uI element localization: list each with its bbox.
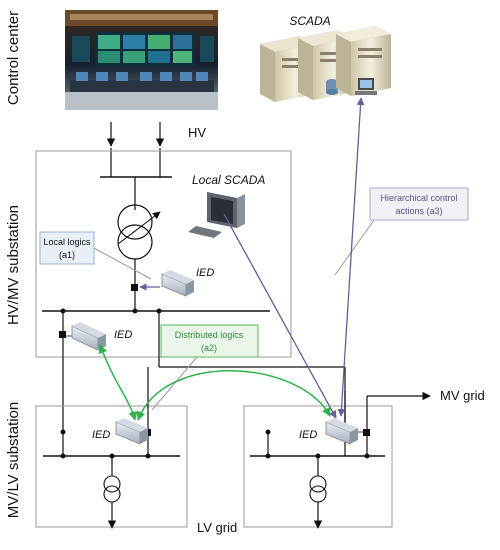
hv-label: HV xyxy=(188,125,206,140)
zone-label-control-center: Control center xyxy=(5,11,22,105)
power-transformer-icon xyxy=(117,204,161,260)
lv-grid-label: LV grid xyxy=(197,520,237,535)
control-room-image xyxy=(65,10,218,110)
local-logics-label: Local logics xyxy=(43,237,91,247)
zone-label-mv-lv-substation: MV/LV substation xyxy=(5,402,22,518)
right-substation-circuit xyxy=(250,391,431,529)
mv-grid-label: MV grid xyxy=(440,388,485,403)
ied-label-feeder: IED xyxy=(114,329,132,341)
distributed-logics-code: (a2) xyxy=(201,343,217,353)
distributed-logics-callout: Distributed logics (a2) xyxy=(151,324,259,411)
local-scada-link-to-ied xyxy=(223,213,337,419)
feeder-breaker xyxy=(59,331,66,338)
ied-label-transformer: IED xyxy=(196,267,214,279)
hierarchical-control-callout: Hierarchical control actions (a3) xyxy=(334,187,469,276)
transformer-breaker xyxy=(131,284,138,291)
local-scada-computer-icon xyxy=(188,192,245,238)
ied-device-icon xyxy=(325,418,358,445)
hierarchical-link-scada-to-ied xyxy=(337,97,365,417)
local-logics-callout: Local logics (a1) xyxy=(39,231,152,280)
local-logics-code: (a1) xyxy=(59,250,75,260)
scada-label: SCADA xyxy=(289,14,330,28)
hierarchical-control-label: Hierarchical control xyxy=(380,193,457,203)
distributed-link-left-to-right-ied xyxy=(136,370,331,421)
ied-device-icon xyxy=(115,418,148,445)
distributed-link-feeder-to-left-ied xyxy=(98,344,138,421)
local-scada-label: Local SCADA xyxy=(192,173,265,187)
ied-device-icon xyxy=(161,270,194,297)
distributed-logics-label: Distributed logics xyxy=(175,330,244,340)
zone-label-hv-mv-substation: HV/MV substation xyxy=(5,205,22,325)
hv-feeders xyxy=(106,122,165,177)
scada-server-icon xyxy=(260,26,391,102)
hierarchical-control-code: actions (a3) xyxy=(395,206,442,216)
ied-label-left-substation: IED xyxy=(92,429,110,441)
ied-label-right-substation: IED xyxy=(299,429,317,441)
